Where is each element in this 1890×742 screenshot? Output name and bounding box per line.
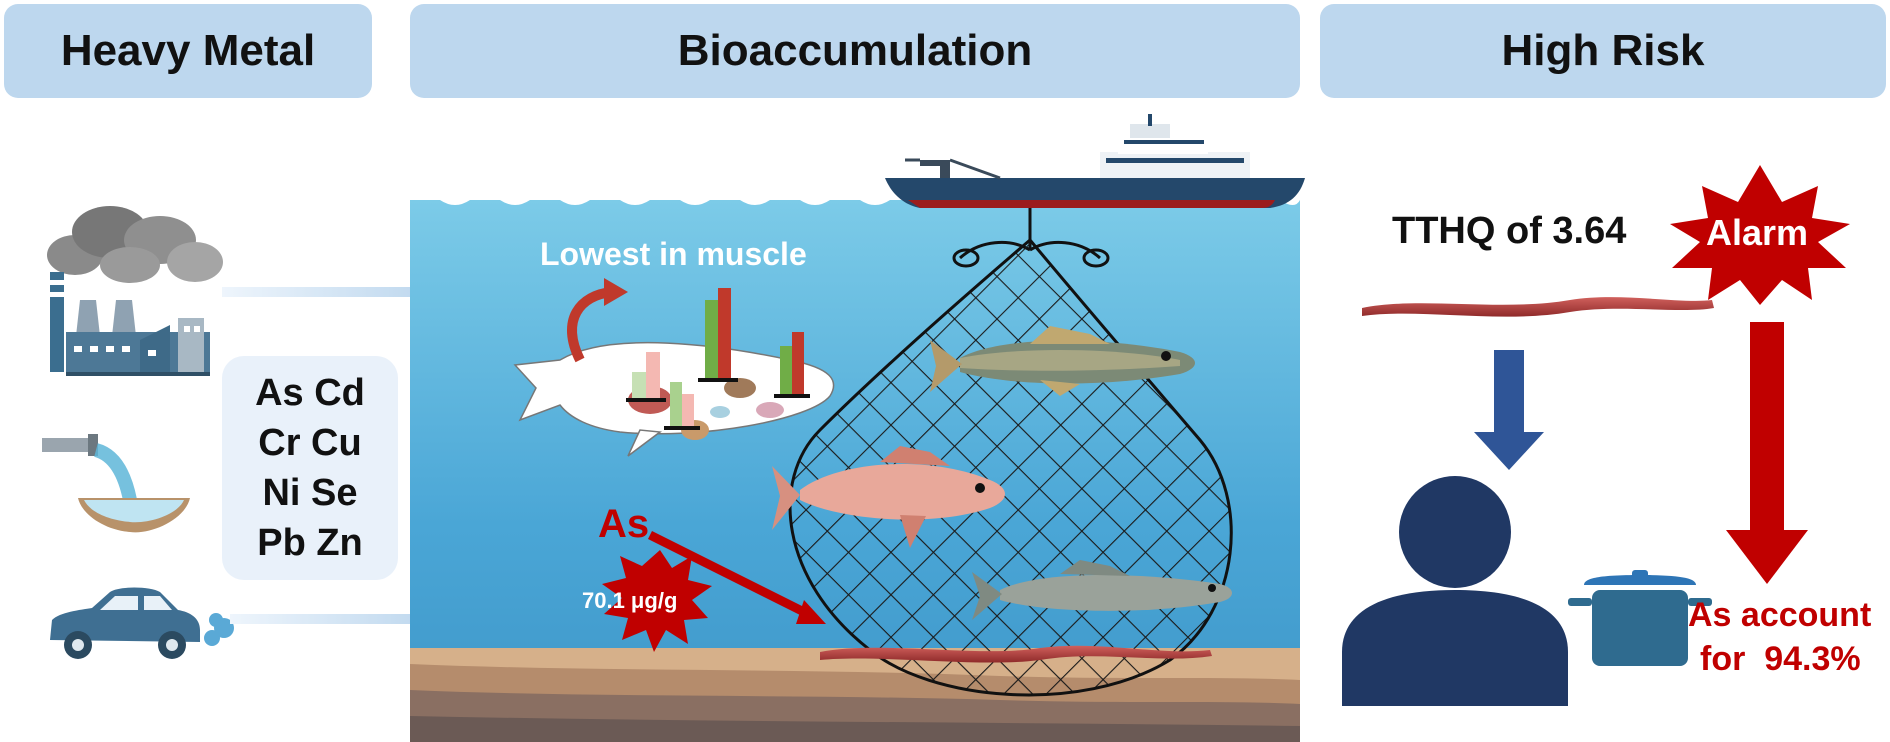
lowest-in-muscle-label: Lowest in muscle <box>540 236 807 272</box>
grey-fish-icon <box>972 560 1232 620</box>
as-pointer-arrow <box>647 530 826 624</box>
as-concentration-label: 70.1 μg/g <box>582 588 678 613</box>
wastewater-icon <box>42 434 190 533</box>
red-fish-icon <box>772 446 1005 548</box>
metals-row: Pb Zn <box>257 522 363 564</box>
eel-icon-net <box>820 645 1212 663</box>
cooking-pot-icon <box>1568 570 1712 666</box>
heavy-metals-list: As Cd Cr Cu Ni Se Pb Zn <box>222 356 398 580</box>
ship-icon <box>885 114 1305 208</box>
as-account-percent: for 94.3% <box>1700 640 1861 678</box>
metals-row: Ni Se <box>262 472 358 514</box>
tthq-label: TTHQ of 3.64 <box>1392 210 1627 252</box>
person-icon <box>1342 476 1568 706</box>
as-element-label: As <box>598 502 650 546</box>
alarm-label: Alarm <box>1706 212 1809 253</box>
eel-icon-risk <box>1362 297 1714 317</box>
as-account-label: As account <box>1688 596 1872 634</box>
metals-row: As Cd <box>255 372 365 414</box>
as-concentration-starburst <box>602 550 712 652</box>
metals-row: Cr Cu <box>258 422 362 464</box>
factory-icon <box>47 206 223 376</box>
curved-arrow-icon <box>567 278 628 363</box>
organ-concentration-bars <box>626 288 810 430</box>
down-arrow-blue <box>1474 350 1544 470</box>
header-bioaccumulation: Bioaccumulation <box>410 4 1300 98</box>
header-high-risk: High Risk <box>1320 4 1886 98</box>
alarm-starburst <box>1670 165 1850 305</box>
goby-fish-icon <box>930 326 1195 396</box>
header-heavy-metal: Heavy Metal <box>4 4 372 98</box>
down-arrow-red <box>1726 322 1808 584</box>
car-icon <box>50 587 234 659</box>
